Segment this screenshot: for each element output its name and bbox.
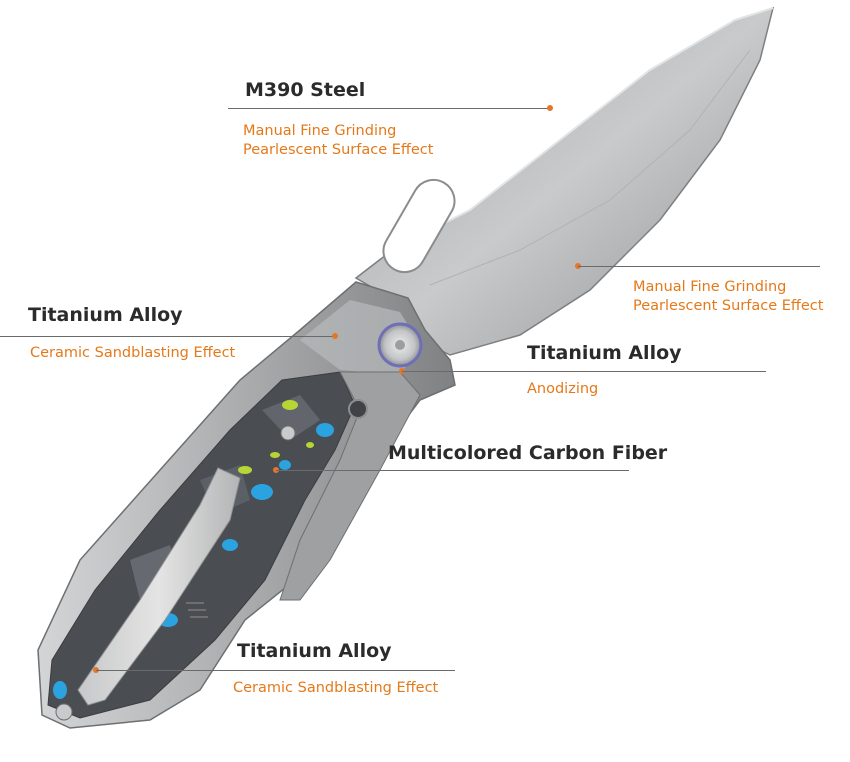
- grip-notches: [186, 602, 208, 618]
- blue-fleck-3: [222, 539, 238, 551]
- callout-clip-title: Titanium Alloy: [237, 640, 392, 662]
- callout-pivot-sub1: Anodizing: [527, 381, 599, 397]
- blue-fleck-6: [279, 460, 291, 470]
- carbon-texture-1: [262, 395, 320, 440]
- callout-pivot-title: Titanium Alloy: [527, 342, 682, 364]
- callout-clip-leader: [96, 670, 455, 671]
- blade-grind-line: [429, 49, 751, 286]
- callout-blade-title: M390 Steel: [245, 79, 366, 101]
- callout-clip-sub1: Ceramic Sandblasting Effect: [233, 680, 439, 696]
- butt-screw: [55, 703, 73, 721]
- blade-spine-highlight: [394, 7, 774, 249]
- stop-pin: [348, 399, 368, 419]
- pivot-screw-center: [395, 340, 405, 350]
- lock-bar: [279, 371, 421, 601]
- callout-blade-finish-sub2: Pearlescent Surface Effect: [633, 298, 824, 314]
- thumb-hole: [382, 178, 456, 274]
- green-fleck-1: [282, 400, 298, 410]
- callout-blade-finish-sub1: Manual Fine Grinding: [633, 279, 787, 295]
- callout-carbon-title: Multicolored Carbon Fiber: [388, 442, 668, 464]
- callout-blade-sub2: Pearlescent Surface Effect: [243, 142, 434, 158]
- callout-handle-leader: [0, 336, 335, 337]
- callout-carbon-leader: [276, 470, 629, 471]
- callout-handle-sub1: Ceramic Sandblasting Effect: [30, 345, 236, 361]
- inlay-screw: [280, 425, 296, 441]
- callout-handle-marker: [332, 333, 338, 339]
- green-fleck-3: [270, 452, 280, 458]
- blue-fleck-1: [316, 423, 334, 437]
- callout-pivot-leader: [402, 371, 766, 372]
- callout-blade-marker: [547, 105, 553, 111]
- green-fleck-4: [306, 442, 314, 448]
- blue-fleck-5: [53, 681, 67, 699]
- blue-fleck-2: [251, 484, 273, 500]
- pocket-clip: [77, 467, 241, 706]
- green-fleck-2: [238, 466, 252, 474]
- callout-blade-sub1: Manual Fine Grinding: [243, 123, 397, 139]
- callout-blade-leader: [228, 108, 550, 109]
- callout-blade-finish-leader: [578, 266, 820, 267]
- callout-handle-title: Titanium Alloy: [28, 304, 183, 326]
